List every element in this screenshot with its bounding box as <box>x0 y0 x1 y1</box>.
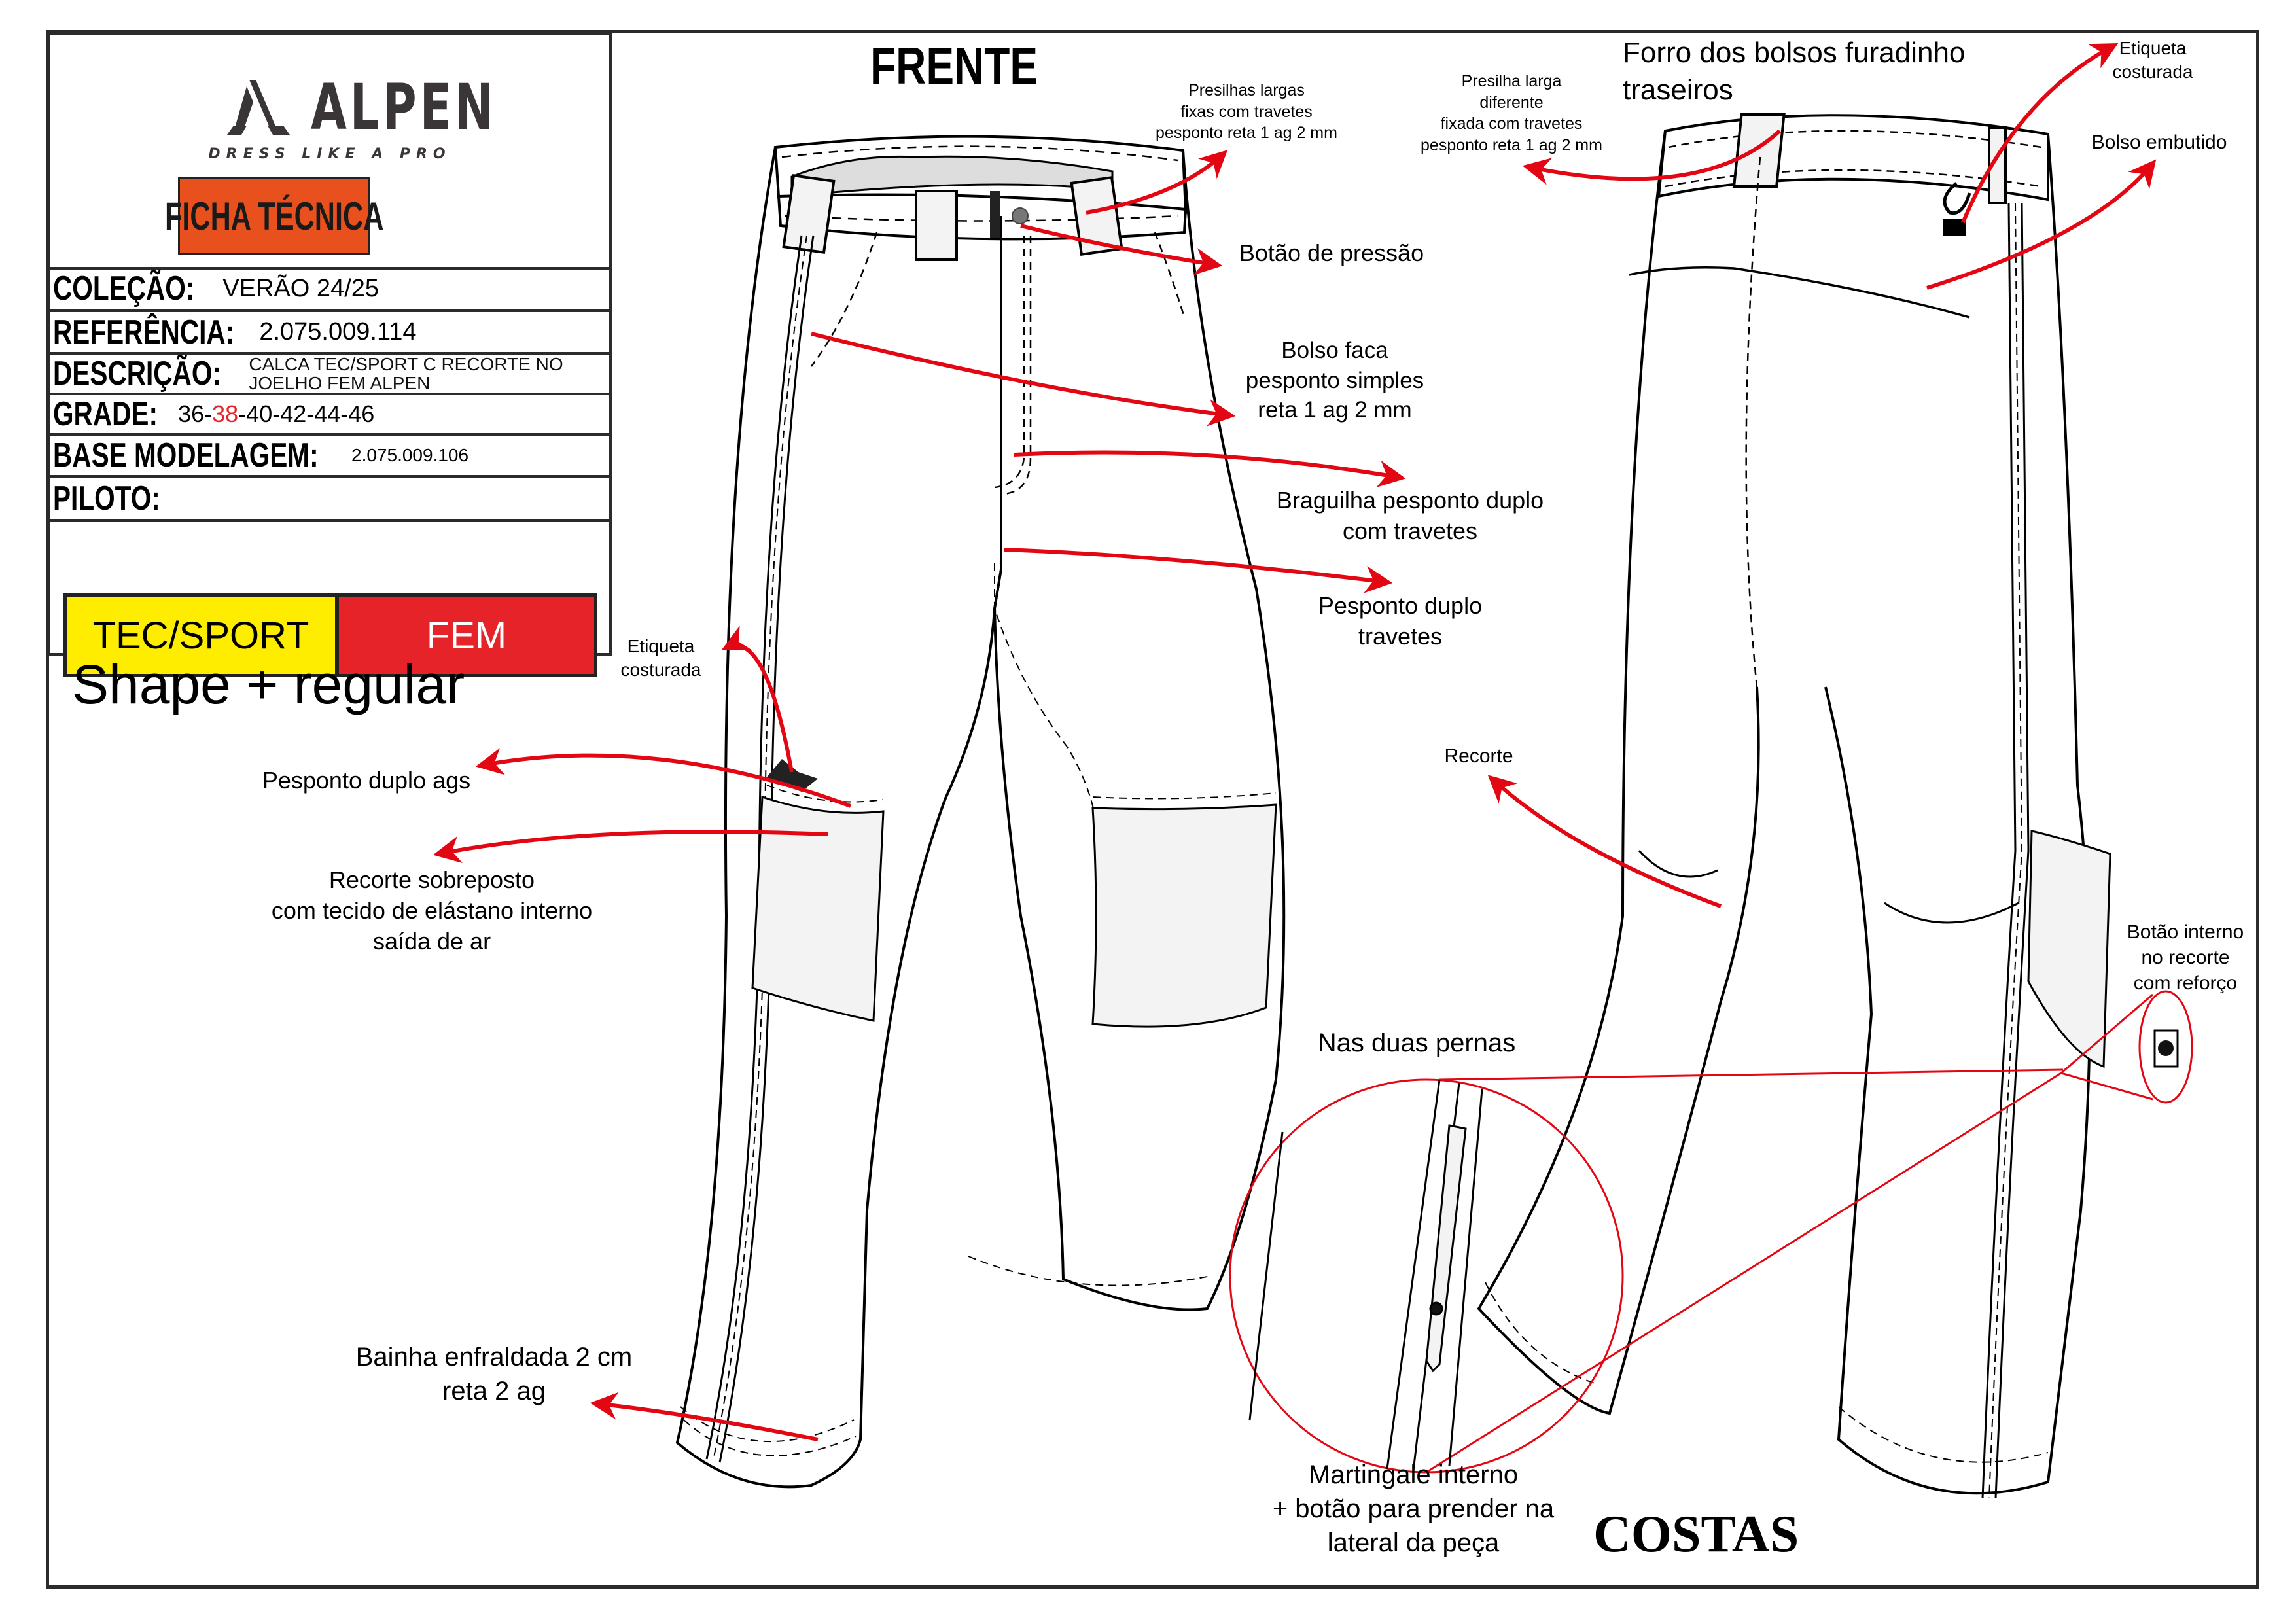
logo-area: ALPEN DRESS LIKE A PRO FICHA TÉCNICA <box>50 35 609 270</box>
annotation-pesponto-duplo-ags: Pesponto duplo ags <box>262 767 471 794</box>
descricao-value: CALCA TEC/SPORT C RECORTE NO JOELHO FEM … <box>249 355 563 393</box>
descricao-line-1: CALCA TEC/SPORT C RECORTE NO <box>249 355 563 374</box>
reinforced-button-icon <box>2153 1029 2179 1068</box>
annotation-forro-bolsos: Forro dos bolsos furadinho traseiros <box>1623 37 1966 107</box>
annotation-martingale: Martingale interno + botão para prender … <box>1272 1460 1555 1557</box>
annotation-arrows <box>433 43 2157 1441</box>
colecao-value: VERÃO 24/25 <box>222 274 380 302</box>
arrow-etiqueta-costas <box>1961 43 2119 224</box>
annotation-presilhas-frente: Presilhas largas fixas com travetes pesp… <box>1156 81 1337 142</box>
back-belt-loop <box>1732 113 1786 188</box>
arrow-bolso-faca <box>811 332 1236 427</box>
front-pocket-opening <box>810 232 878 367</box>
grade-highlight-size: 38 <box>212 400 239 427</box>
back-view-title: COSTAS <box>1593 1506 1799 1563</box>
front-right-knee-panel <box>1091 803 1277 1028</box>
button-detail-circle <box>2138 990 2193 1104</box>
arrow-bainha <box>590 1392 819 1441</box>
sheet-frame <box>46 30 2259 1589</box>
base-modelagem-label: BASE MODELAGEM: <box>53 436 319 474</box>
annotation-pesponto-duplo-travetes: Pesponto duplo travetes <box>1318 592 1483 650</box>
descricao-label: DESCRIÇÃO: <box>53 355 221 393</box>
front-view-title: FRENTE <box>870 37 1038 95</box>
annotation-botao-pressao: Botão de pressão <box>1239 239 1424 266</box>
row-descricao: DESCRIÇÃO: CALCA TEC/SPORT C RECORTE NO … <box>50 355 609 395</box>
front-waistband-inner <box>790 155 1114 198</box>
back-belt-loop-side <box>1988 126 2007 204</box>
arrow-botao-pressao <box>1020 224 1223 275</box>
arrow-recorte <box>1487 775 1722 908</box>
colecao-label: COLEÇÃO: <box>53 270 195 308</box>
annotation-recorte: Recorte <box>1444 745 1513 767</box>
front-belt-loop <box>782 173 836 255</box>
arrow-bolso-embutido <box>1926 159 2157 290</box>
spec-info-box: ALPEN DRESS LIKE A PRO FICHA TÉCNICA COL… <box>47 31 612 677</box>
front-right-leg-outline <box>993 150 1286 1311</box>
arrow-presilhas <box>1086 150 1228 215</box>
row-grade: GRADE: 36-38-40-42-44-46 <box>50 395 609 436</box>
annotation-recorte-sobreposto: Recorte sobreposto com tecido de elástan… <box>271 866 593 955</box>
ficha-tecnica-badge: FICHA TÉCNICA <box>165 177 383 255</box>
back-pants-drawing <box>1477 113 2111 1499</box>
front-belt-loop <box>915 190 958 261</box>
row-base-modelagem: BASE MODELAGEM: 2.075.009.106 <box>50 436 609 478</box>
front-belt-loop <box>1070 175 1123 256</box>
arrow-braguilha <box>1014 450 1406 487</box>
front-waist-tab <box>990 191 1000 238</box>
annotation-braguilha: Braguilha pesponto duplo com travetes <box>1276 487 1544 544</box>
descricao-line-2: JOELHO FEM ALPEN <box>249 373 431 393</box>
back-pocket-line <box>1629 266 1970 319</box>
brand-logo: ALPEN <box>227 71 537 144</box>
referencia-value: 2.075.009.114 <box>259 318 417 345</box>
arrow-etiqueta-frente <box>721 626 794 773</box>
front-pants-drawing <box>675 135 1286 1489</box>
annotation-nas-duas-pernas: Nas duas pernas <box>1317 1029 1516 1057</box>
arrow-presilha-costas <box>1522 129 1782 185</box>
fit-label: Shape + regular <box>72 654 465 715</box>
grade-value: 36-38-40-42-44-46 <box>178 400 374 428</box>
annotation-etiqueta-costas: Etiqueta costurada <box>2112 38 2193 82</box>
brand-name: ALPEN <box>311 71 497 144</box>
piloto-label: PILOTO: <box>53 479 160 518</box>
category-tags: TEC/SPORT FEM <box>50 552 609 677</box>
category-fem: FEM <box>336 593 597 677</box>
back-right-leg-outline <box>1824 133 2091 1495</box>
back-knee-panel <box>2027 830 2111 1068</box>
front-left-knee-panel <box>751 795 885 1022</box>
annotation-botao-interno: Botão interno no recorte com reforço <box>2127 921 2244 994</box>
base-modelagem-value: 2.075.009.106 <box>351 445 469 465</box>
annotation-bainha: Bainha enfraldada 2 cm reta 2 ag <box>355 1343 633 1405</box>
annotation-presilha-costas: Presilha larga diferente fixada com trav… <box>1421 72 1602 154</box>
brand-tagline: DRESS LIKE A PRO <box>208 146 451 162</box>
martingale-button-icon <box>1429 1301 1443 1316</box>
front-fly <box>994 236 1025 489</box>
arrow-recorte-sobreposto <box>433 830 828 864</box>
grade-prefix: 36- <box>178 400 213 427</box>
row-piloto: PILOTO: <box>50 478 609 522</box>
back-d-ring-icon <box>1943 182 1971 215</box>
grade-suffix: -40-42-44-46 <box>238 400 375 427</box>
detail-callouts <box>1229 990 2193 1474</box>
snap-button-icon <box>1012 207 1029 224</box>
referencia-label: REFERÊNCIA: <box>53 313 235 351</box>
annotation-etiqueta-frente: Etiqueta costurada <box>620 636 701 680</box>
grade-label: GRADE: <box>53 395 158 433</box>
category-tec-sport: TEC/SPORT <box>63 593 338 677</box>
annotation-bolso-faca: Bolso faca pesponto simples reta 1 ag 2 … <box>1245 338 1424 423</box>
annotation-bolso-embutido: Bolso embutido <box>2091 132 2227 153</box>
back-left-leg-outline <box>1477 130 1760 1415</box>
martingale-detail-drawing <box>1248 1029 2179 1472</box>
arrow-pesponto-duplo <box>1004 548 1393 593</box>
knee-alpen-badge-icon <box>766 759 818 792</box>
ficha-tecnica-title: FICHA TÉCNICA <box>164 194 384 238</box>
row-colecao: COLEÇÃO: VERÃO 24/25 <box>50 268 609 312</box>
row-referencia: REFERÊNCIA: 2.075.009.114 <box>50 312 609 355</box>
alpen-mountain-icon <box>227 79 290 135</box>
arrow-pesponto-ags <box>475 748 852 808</box>
